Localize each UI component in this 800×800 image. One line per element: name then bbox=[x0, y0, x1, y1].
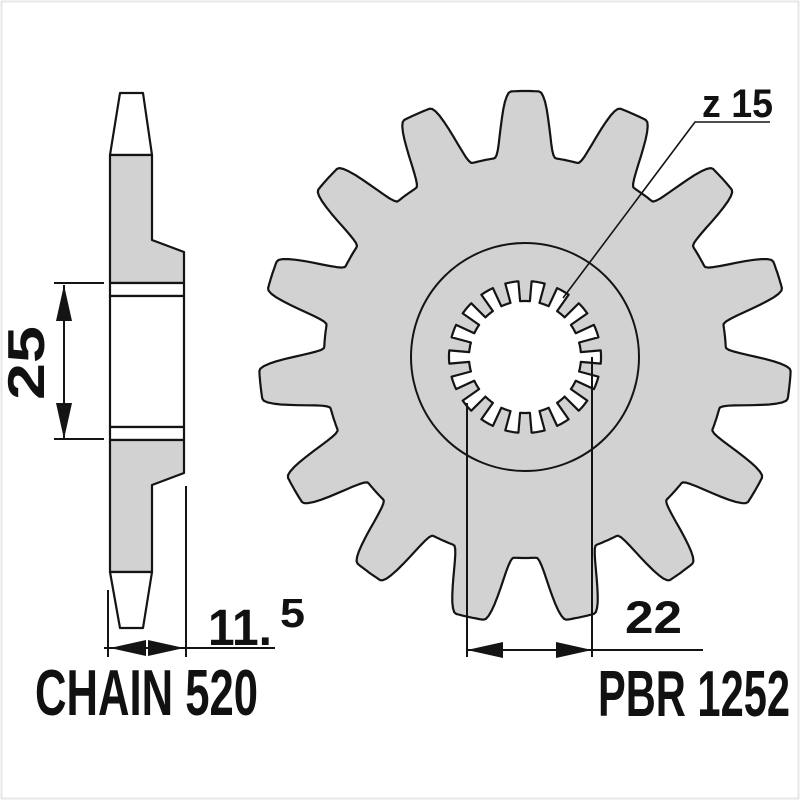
dimension-arrowhead bbox=[556, 642, 592, 658]
side-lower-body bbox=[108, 438, 186, 574]
side-spline-band-top bbox=[108, 281, 186, 298]
dimension-22-label: 22 bbox=[625, 592, 682, 643]
side-bore bbox=[108, 294, 186, 429]
teeth-count-leader-line bbox=[562, 121, 770, 299]
dimension-11-5 bbox=[104, 486, 275, 657]
chain-size-label: CHAIN 520 bbox=[35, 656, 258, 729]
dimension-22 bbox=[466, 357, 703, 658]
side-top-tooth bbox=[108, 91, 154, 157]
dimension-arrowhead bbox=[56, 403, 72, 439]
side-spline-band-bottom bbox=[108, 425, 186, 442]
dimension-arrowhead bbox=[148, 640, 184, 656]
dimension-arrowhead bbox=[467, 642, 503, 658]
side-upper-body bbox=[108, 153, 186, 285]
dimension-arrowhead bbox=[110, 640, 146, 656]
teeth-count-label: z 15 bbox=[702, 82, 773, 126]
splined-bore bbox=[447, 280, 603, 434]
dimension-11-5-label-int: 11. bbox=[208, 599, 272, 656]
dimension-arrowhead bbox=[56, 285, 72, 321]
dimension-25 bbox=[54, 282, 104, 440]
hub-circle bbox=[410, 242, 640, 472]
dimension-11-5-label-frac: 5 bbox=[280, 590, 305, 636]
side-bottom-tooth bbox=[108, 570, 154, 630]
front-view bbox=[258, 89, 792, 621]
side-view bbox=[108, 91, 186, 630]
dimension-25-label: 25 bbox=[0, 326, 56, 400]
part-number-label: PBR 1252 bbox=[598, 657, 790, 730]
